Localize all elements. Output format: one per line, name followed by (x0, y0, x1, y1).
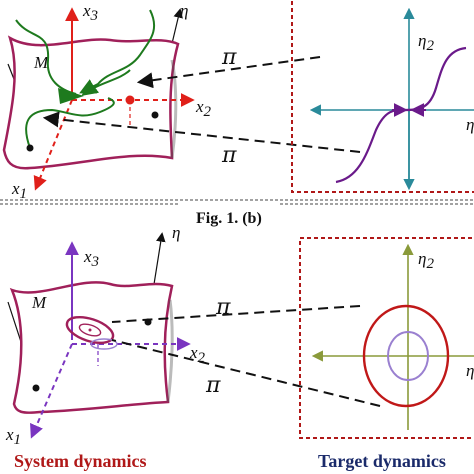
top-target-panel: η2 η (291, 0, 474, 193)
bottom-center-point (88, 328, 92, 332)
bottom-inner-cycle (78, 323, 102, 337)
top-map-arrow-upper (136, 56, 321, 89)
bottom-target-outer-cycle (362, 304, 450, 408)
bottom-projected-cycle (90, 338, 118, 350)
bottom-target-right-label: η (466, 361, 474, 380)
top-eta-point (151, 111, 159, 119)
top-target-frame (291, 0, 474, 193)
bottom-black-point (32, 384, 40, 392)
top-manifold-shadow (170, 59, 178, 159)
bottom-target-inner-cycle (387, 331, 429, 381)
top-x2-label: x2 (195, 97, 212, 120)
bottom-pi-lower: π (205, 373, 221, 398)
top-target-curve (335, 46, 467, 184)
bottom-map-arrow-lower (111, 339, 381, 407)
bottom-manifold (9, 281, 174, 414)
top-attractor-wedge (58, 88, 84, 104)
bottom-manifold-shadow (166, 299, 174, 403)
top-system-panel: η M x3 x2 x1 π π (2, 1, 361, 202)
top-map-arrow-lower (42, 111, 361, 153)
top-trajectory-1 (15, 19, 77, 95)
target-dynamics-label: Target dynamics (318, 451, 446, 471)
top-red-point (125, 95, 135, 105)
top-eta-label: η (180, 1, 188, 20)
bottom-target-panel: η2 η (299, 237, 474, 439)
top-manifold-label: M (33, 53, 49, 72)
top-trajectory-4 (81, 69, 131, 96)
top-target-eta2-label: η2 (418, 31, 434, 54)
bottom-target-frame (299, 237, 474, 439)
top-trajectory-3 (25, 97, 115, 149)
top-manifold (2, 35, 180, 170)
top-black-point (26, 144, 34, 152)
top-x3-label: x3 (82, 1, 98, 24)
top-target-right-label: η (466, 115, 474, 134)
top-x1-label: x1 (11, 179, 27, 202)
system-dynamics-label: System dynamics (14, 451, 147, 471)
bottom-x3-label: x3 (83, 247, 99, 270)
top-x1-axis (33, 99, 73, 191)
bottom-eta-label: η (172, 223, 180, 242)
bottom-x1-axis (30, 343, 73, 439)
bottom-map-arrow-upper (111, 305, 361, 323)
bottom-limit-cycle (65, 315, 115, 345)
top-trajectory-2 (79, 9, 156, 94)
bottom-manifold-label: M (31, 293, 47, 312)
top-pi-lower: π (221, 143, 237, 168)
bottom-system-panel: η M x3 x2 x1 π π (5, 223, 381, 448)
bottom-x2-label: x2 (189, 343, 206, 366)
figure-caption: Fig. 1. (b) (196, 210, 262, 227)
top-pi-upper: π (221, 45, 237, 70)
bottom-x1-label: x1 (5, 425, 21, 448)
bottom-target-eta2-label: η2 (418, 249, 434, 272)
bottom-pi-upper: π (215, 295, 231, 320)
